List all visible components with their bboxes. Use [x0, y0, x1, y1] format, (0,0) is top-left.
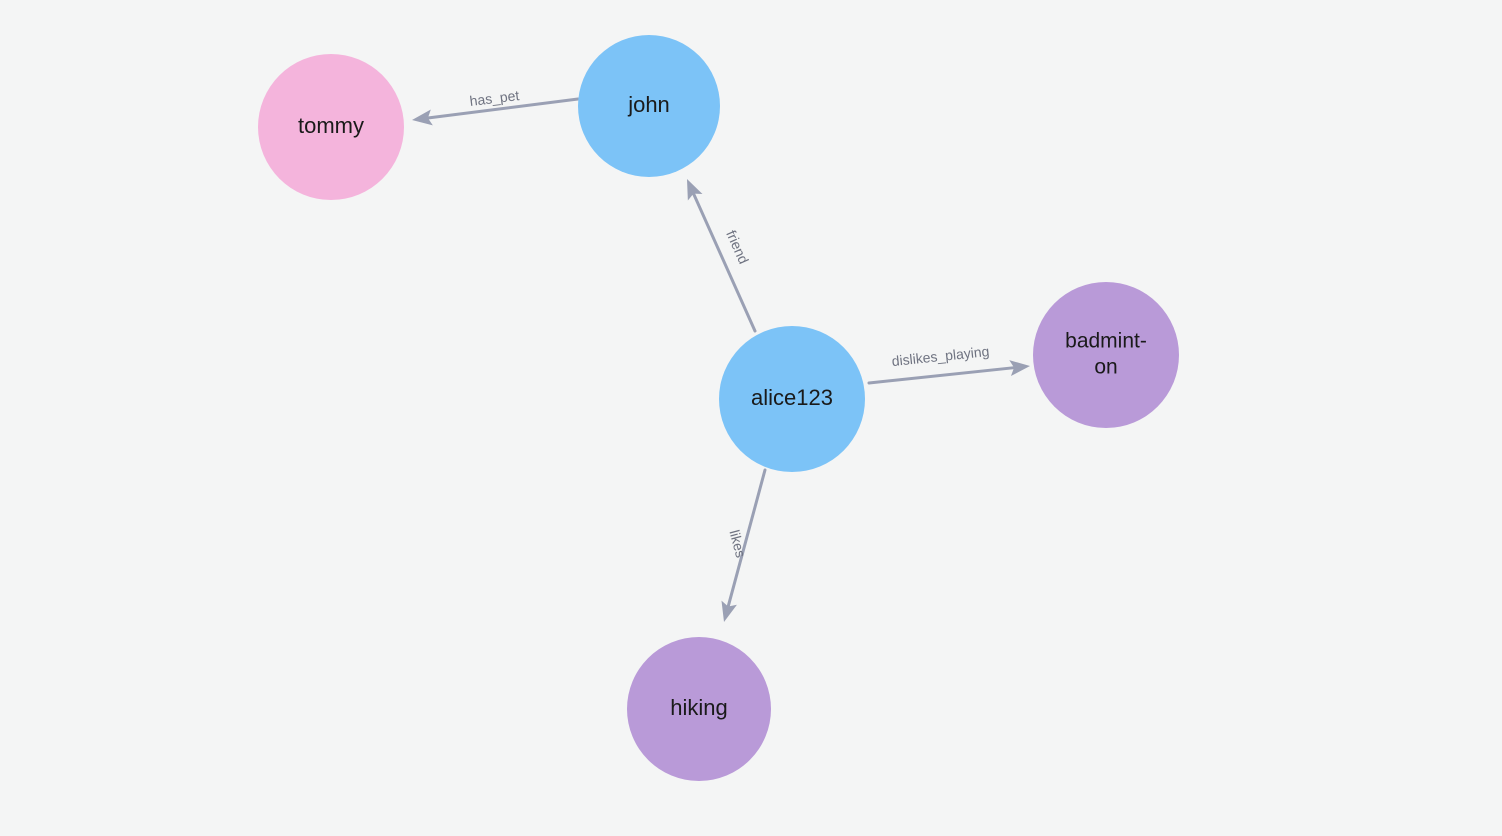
edge-line — [867, 366, 1016, 385]
edge-line — [426, 97, 580, 120]
graph-node-tommy[interactable]: tommy — [258, 54, 404, 200]
graph-edge[interactable]: likes — [721, 468, 767, 622]
graph-node-john[interactable]: john — [578, 35, 720, 177]
node-circle[interactable] — [258, 54, 404, 200]
nodes-layer: tommy john alice123 badmint-on hiking — [258, 35, 1179, 781]
node-circle[interactable] — [627, 637, 771, 781]
graph-node-hiking[interactable]: hiking — [627, 637, 771, 781]
edge-label: likes — [726, 528, 749, 559]
edge-label: dislikes_playing — [891, 343, 990, 369]
edge-arrowhead-icon — [412, 109, 433, 126]
node-circle[interactable] — [578, 35, 720, 177]
node-label: badmint- — [1065, 330, 1147, 353]
node-label: on — [1094, 356, 1117, 379]
edge-arrowhead-icon — [687, 179, 703, 201]
node-label: tommy — [298, 113, 364, 138]
graph-edge[interactable]: dislikes_playing — [867, 343, 1030, 385]
edge-arrowhead-icon — [721, 600, 737, 622]
graph-node-badminton[interactable]: badmint-on — [1033, 282, 1179, 428]
edge-arrowhead-icon — [1009, 360, 1030, 377]
edge-line — [726, 468, 767, 609]
edge-line — [692, 192, 757, 333]
graph-edge[interactable]: has_pet — [412, 87, 580, 126]
node-label: hiking — [670, 695, 727, 720]
edge-label: has_pet — [469, 87, 521, 109]
edge-label: friend — [723, 228, 752, 267]
graph-edge[interactable]: friend — [687, 179, 757, 333]
node-circle[interactable] — [719, 326, 865, 472]
graph-node-alice123[interactable]: alice123 — [719, 326, 865, 472]
node-label: john — [627, 92, 670, 117]
node-label: alice123 — [751, 385, 833, 410]
node-circle[interactable] — [1033, 282, 1179, 428]
